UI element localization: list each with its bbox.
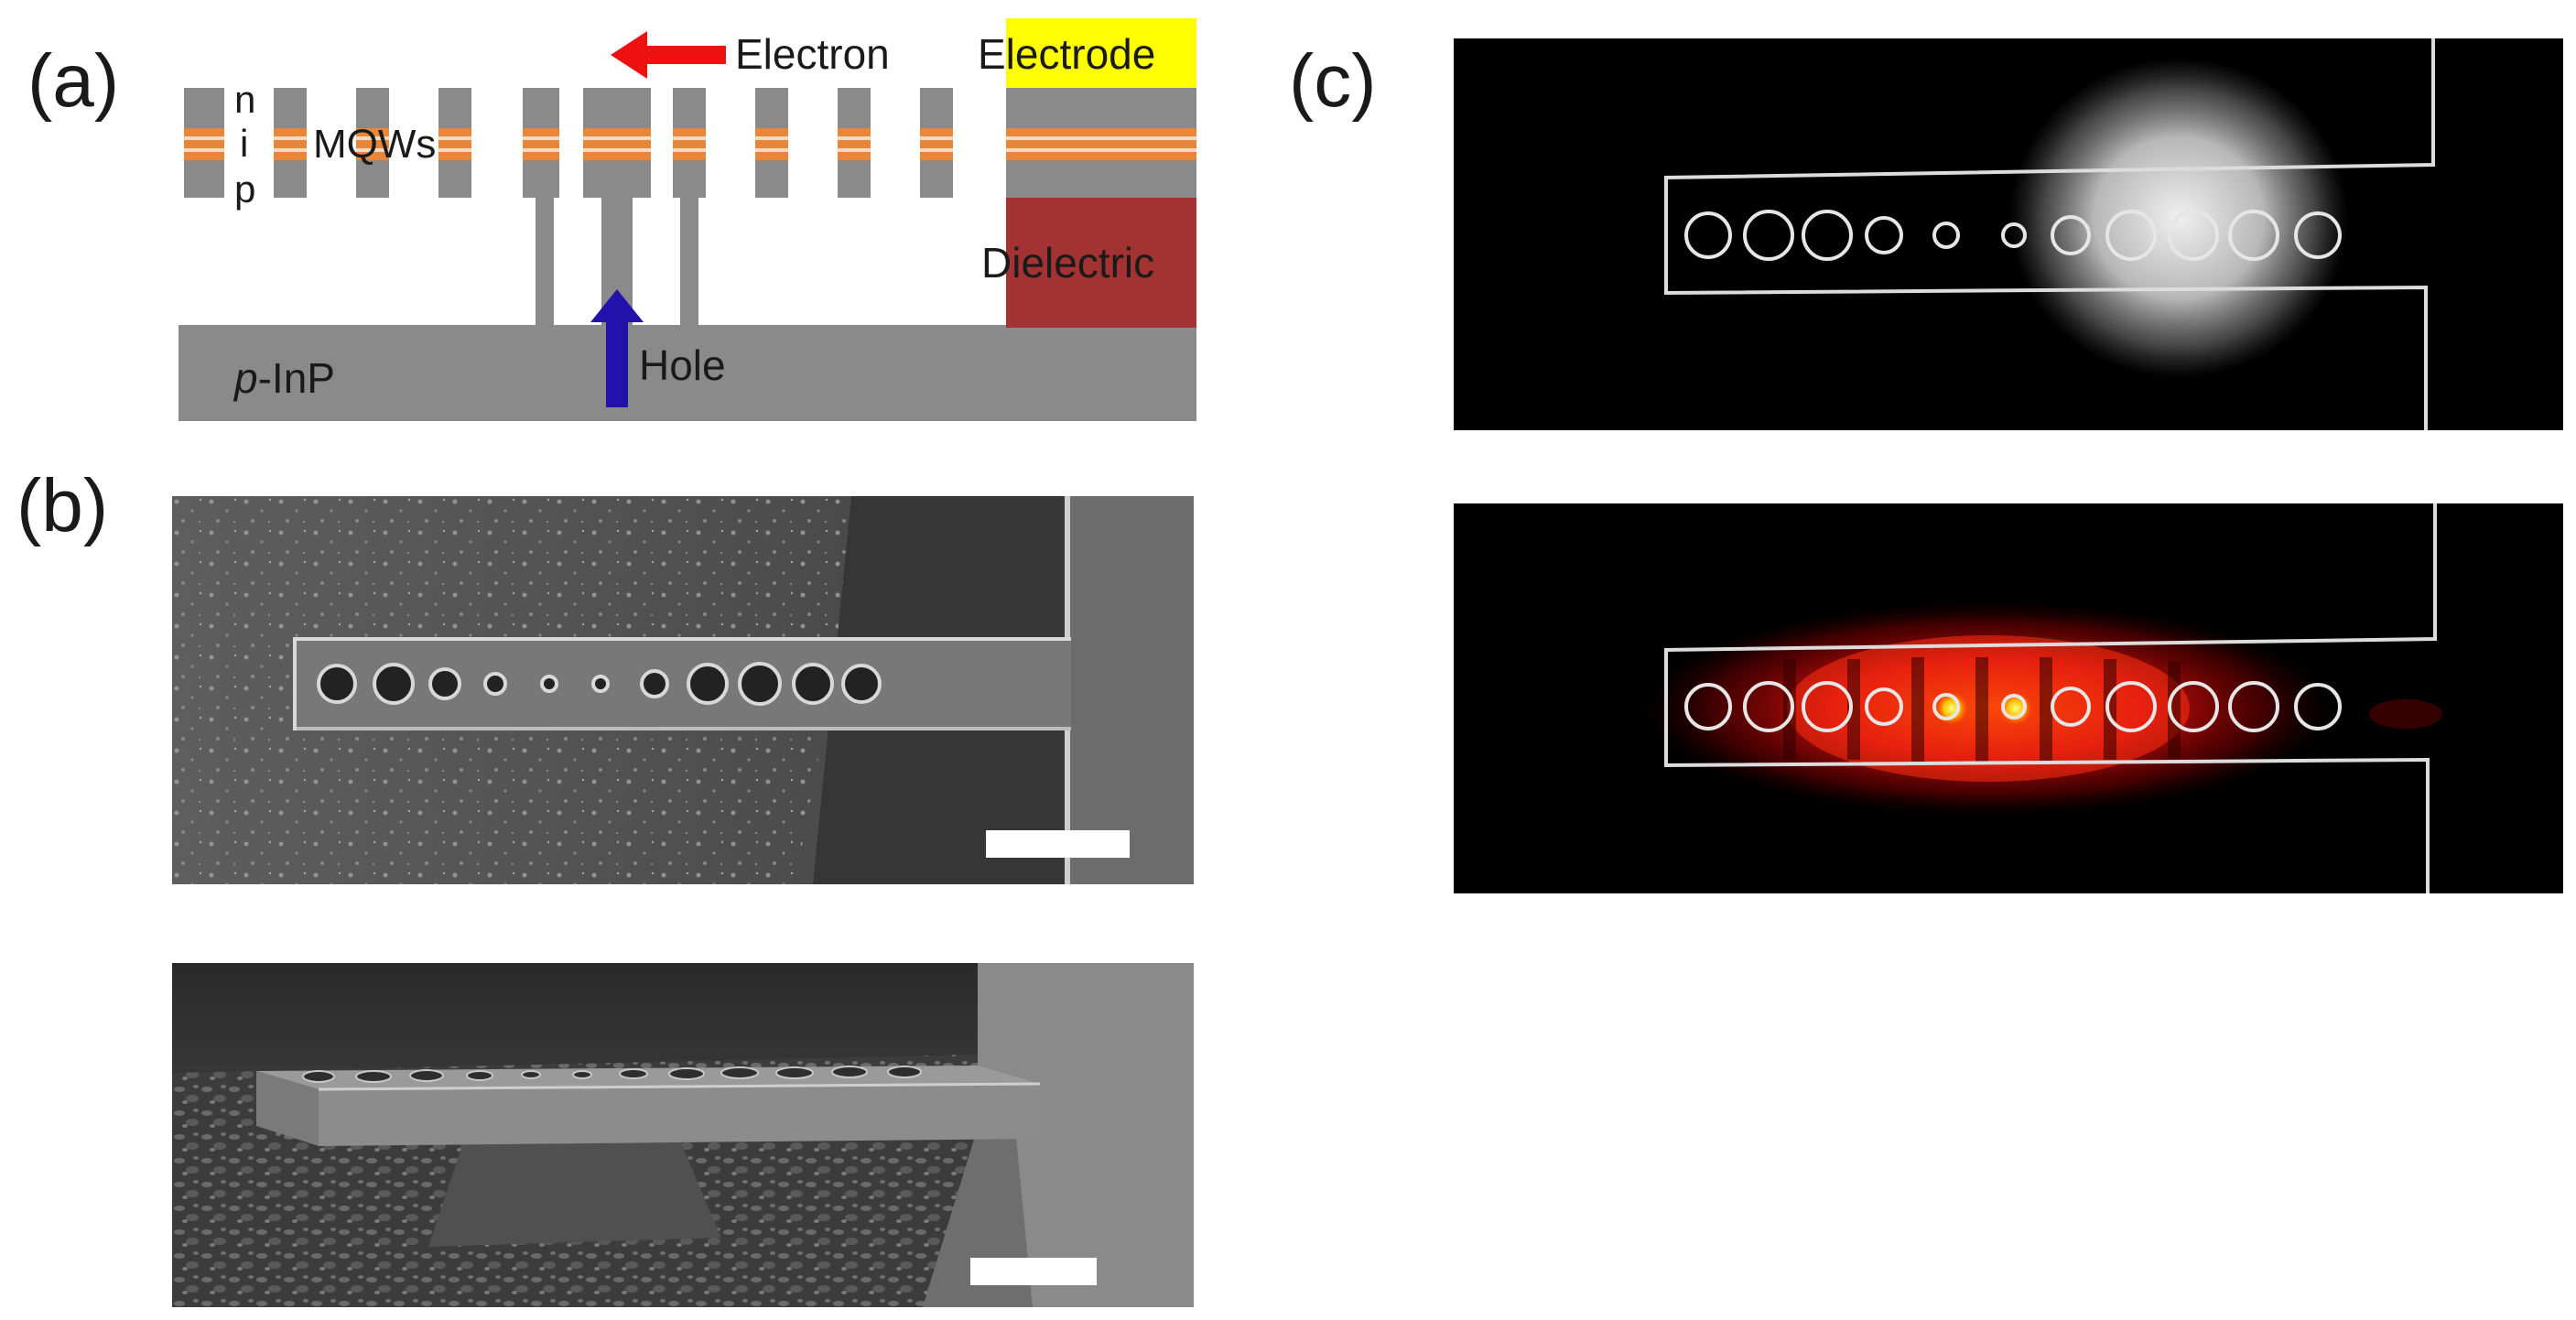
device-schematic [179, 18, 1196, 421]
mqws-label: MQWs [313, 122, 437, 167]
field-intensity-map-hot [1454, 503, 2563, 893]
post [680, 197, 698, 327]
dielectric-label: Dielectric [981, 239, 1155, 287]
electrode-block [1006, 18, 1196, 88]
layer-n-label: n [234, 78, 256, 121]
panel-label-b: (b) [16, 464, 109, 547]
sem-top-view-image [172, 496, 1194, 884]
electron-arrow [611, 31, 726, 79]
electron-label: Electron [735, 30, 890, 78]
substrate-label-italic: p [234, 354, 258, 402]
panel-label-a: (a) [27, 39, 120, 123]
scale-bar [970, 1258, 1097, 1285]
layer-p-label: p [234, 168, 256, 211]
substrate-label-rest: -InP [257, 354, 335, 402]
electrode-label: Electrode [978, 30, 1156, 78]
post [536, 197, 554, 327]
membrane-segments [184, 88, 1196, 198]
substrate-label: p-InP [234, 357, 335, 399]
dielectric-block [1006, 198, 1196, 328]
hole-label: Hole [639, 341, 726, 389]
scale-bar [986, 830, 1130, 858]
sem-tilted-view-image [172, 963, 1194, 1307]
hole-arrow [590, 289, 644, 407]
layer-i-label: i [240, 122, 249, 165]
field-intensity-map-white [1454, 38, 2563, 430]
panel-label-c: (c) [1289, 39, 1377, 123]
p-inp-substrate [179, 325, 1196, 421]
